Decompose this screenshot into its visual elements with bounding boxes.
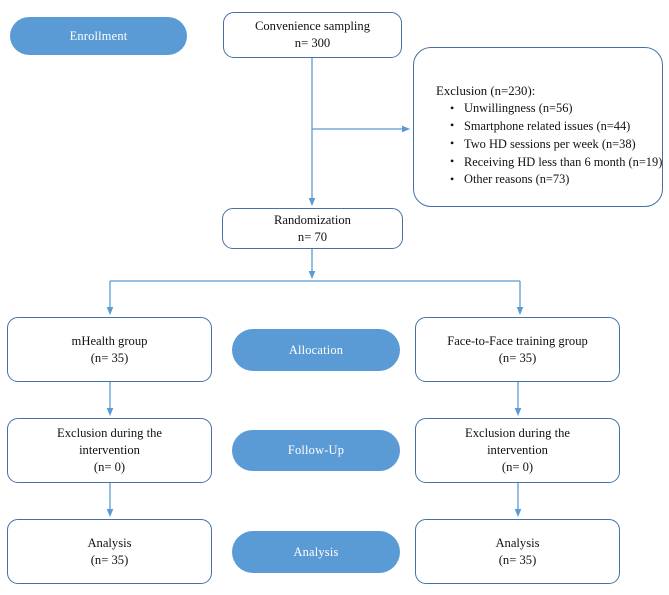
exclusion-reason-item: Other reasons (n=73) (436, 171, 652, 189)
node-analysis-right: Analysis (n= 35) (415, 519, 620, 584)
analysis-right-line1: Analysis (495, 535, 540, 550)
exclusion-reason-list: Unwillingness (n=56) Smartphone related … (436, 100, 662, 189)
randomization-line1: Randomization (274, 212, 351, 227)
followup-right-line3: (n= 0) (501, 459, 534, 474)
convenience-sampling-line2: n= 300 (294, 36, 331, 50)
node-followup-right: Exclusion during the intervention (n= 0) (415, 418, 620, 483)
node-randomization: Randomization n= 70 (222, 208, 403, 249)
stage-label-analysis: Analysis (232, 531, 400, 573)
followup-left-line1: Exclusion during the (57, 426, 162, 441)
followup-left-line3: (n= 0) (93, 459, 126, 474)
analysis-left-line2: (n= 35) (90, 552, 129, 567)
followup-left-line2: intervention (79, 443, 140, 458)
exclusion-content: Exclusion (n=230): Unwillingness (n=56) … (436, 84, 662, 189)
convenience-sampling-line1: Convenience sampling (254, 19, 371, 34)
stage-label-followup: Follow-Up (232, 430, 400, 471)
stage-label-allocation-text: Allocation (288, 342, 344, 357)
allocation-left-line1: mHealth group (71, 333, 148, 348)
node-allocation-right: Face-to-Face training group (n= 35) (415, 317, 620, 382)
stage-label-followup-text: Follow-Up (287, 443, 345, 457)
node-exclusion: Exclusion (n=230): Unwillingness (n=56) … (413, 47, 663, 207)
stage-label-analysis-text: Analysis (293, 544, 339, 559)
exclusion-reason-item: Receiving HD less than 6 month (n=19) (436, 153, 662, 172)
exclusion-title: Exclusion (n=230): (436, 84, 536, 98)
analysis-right-line2: (n= 35) (498, 552, 537, 567)
allocation-right-line2: (n= 35) (498, 350, 537, 365)
node-analysis-left: Analysis (n= 35) (7, 519, 212, 584)
stage-label-enrollment: Enrollment (10, 17, 187, 55)
node-convenience-sampling: Convenience sampling n= 300 (223, 12, 402, 58)
allocation-left-line2: (n= 35) (90, 350, 129, 365)
node-allocation-left: mHealth group (n= 35) (7, 317, 212, 382)
exclusion-reason-item: Smartphone related issues (n=44) (436, 117, 652, 136)
randomization-line2: n= 70 (297, 229, 328, 244)
node-followup-left: Exclusion during the intervention (n= 0) (7, 418, 212, 483)
stage-label-allocation: Allocation (232, 329, 400, 371)
exclusion-reason-item: Two HD sessions per week (n=38) (436, 135, 652, 154)
analysis-left-line1: Analysis (87, 535, 132, 550)
stage-label-enrollment-text: Enrollment (69, 28, 128, 43)
allocation-right-line1: Face-to-Face training group (447, 333, 588, 348)
exclusion-reason-item: Unwillingness (n=56) (436, 100, 652, 118)
followup-right-line2: intervention (487, 443, 548, 458)
followup-right-line1: Exclusion during the (465, 426, 570, 441)
